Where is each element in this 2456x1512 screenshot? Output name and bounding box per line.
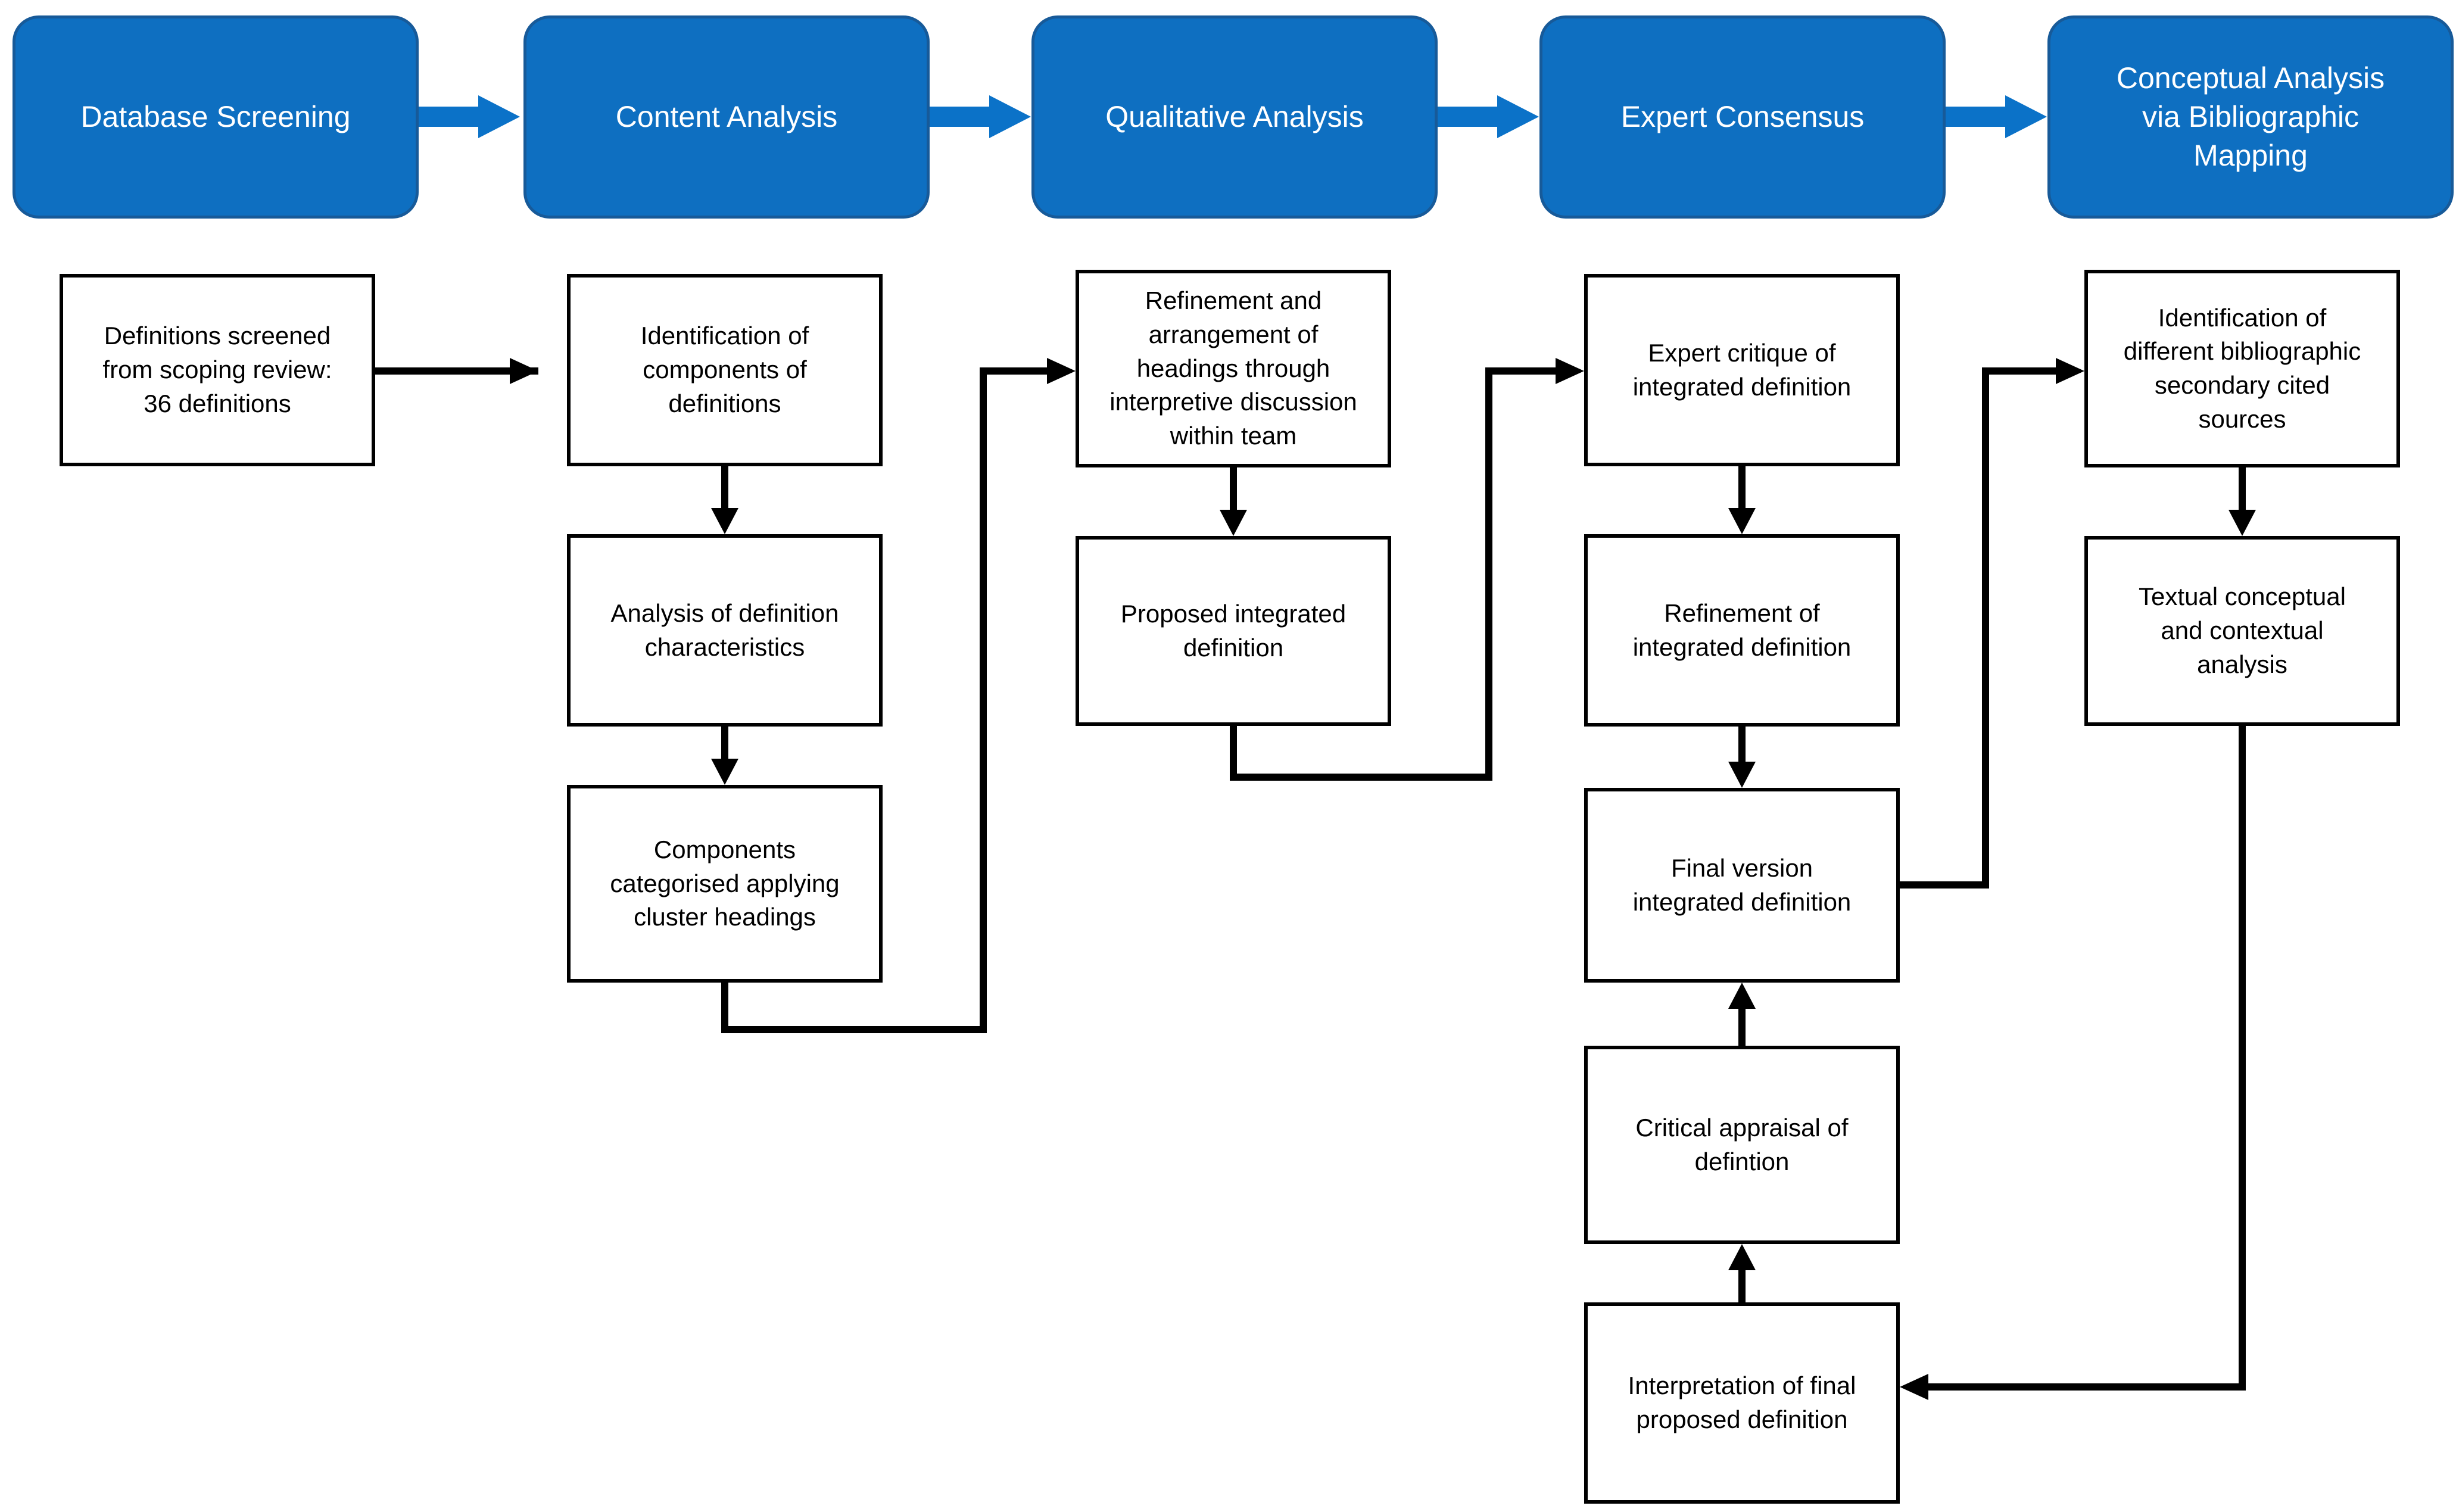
connector-line xyxy=(1738,1009,1746,1046)
connector-line xyxy=(1928,1383,2246,1391)
box-identification-components: Identification of components of definiti… xyxy=(567,274,883,466)
box-identification-bibliographic-sources: Identification of different bibliographi… xyxy=(2084,270,2400,467)
connector-line xyxy=(980,367,1048,375)
connector-line xyxy=(721,466,728,509)
arrowhead-down-icon xyxy=(1728,508,1756,534)
connector-line xyxy=(1230,726,1237,781)
box-final-version-integrated-definition: Final version integrated definition xyxy=(1584,788,1900,983)
connector-line xyxy=(1900,881,1989,889)
connector-line xyxy=(1738,466,1746,509)
connector-line xyxy=(721,983,728,1033)
connector-line xyxy=(1485,371,1492,781)
arrow-right-icon xyxy=(1946,107,2005,127)
arrow-right-icon xyxy=(930,107,989,127)
arrowhead-down-icon xyxy=(711,508,738,534)
connector-line xyxy=(1738,1270,1746,1302)
connector-line xyxy=(721,727,728,760)
box-refinement-integrated-definition: Refinement of integrated definition xyxy=(1584,534,1900,727)
arrow-right-icon xyxy=(1438,107,1497,127)
box-critical-appraisal: Critical appraisal of defintion xyxy=(1584,1046,1900,1244)
stage-expert-consensus: Expert Consensus xyxy=(1539,15,1946,219)
arrow-right-icon xyxy=(478,95,520,138)
connector-line xyxy=(1230,774,1492,781)
connector-line xyxy=(980,371,987,1033)
arrowhead-right-icon xyxy=(510,358,538,384)
arrowhead-down-icon xyxy=(1220,510,1247,536)
arrowhead-down-icon xyxy=(1728,762,1756,788)
arrowhead-down-icon xyxy=(711,759,738,785)
box-definitions-screened: Definitions screened from scoping review… xyxy=(60,274,375,466)
connector-line xyxy=(1485,367,1557,375)
connector-line xyxy=(375,367,538,375)
arrow-right-icon xyxy=(989,95,1031,138)
box-expert-critique: Expert critique of integrated definition xyxy=(1584,274,1900,466)
stage-content-analysis: Content Analysis xyxy=(523,15,930,219)
arrowhead-right-icon xyxy=(1556,358,1584,384)
arrowhead-left-icon xyxy=(1900,1374,1928,1400)
connector-line xyxy=(1738,727,1746,763)
connector-line xyxy=(2239,726,2246,1391)
box-textual-conceptual-contextual-analysis: Textual conceptual and contextual analys… xyxy=(2084,536,2400,726)
connector-line xyxy=(1982,367,2057,375)
arrow-right-icon xyxy=(2005,95,2047,138)
connector-line xyxy=(1230,467,1237,511)
box-analysis-definition-characteristics: Analysis of definition characteristics xyxy=(567,534,883,727)
arrow-right-icon xyxy=(419,107,478,127)
connector-line xyxy=(2239,467,2246,511)
box-interpretation-final-proposed: Interpretation of final proposed definit… xyxy=(1584,1302,1900,1504)
arrowhead-down-icon xyxy=(2229,510,2256,536)
arrowhead-right-icon xyxy=(2056,358,2084,384)
arrowhead-up-icon xyxy=(1728,1244,1756,1270)
arrowhead-right-icon xyxy=(1047,358,1076,384)
connector-line xyxy=(1982,371,1989,889)
arrow-right-icon xyxy=(1497,95,1539,138)
stage-conceptual-analysis-bibliographic-mapping: Conceptual Analysis via Bibliographic Ma… xyxy=(2047,15,2454,219)
stage-database-screening: Database Screening xyxy=(13,15,419,219)
box-components-categorised: Components categorised applying cluster … xyxy=(567,785,883,983)
stage-qualitative-analysis: Qualitative Analysis xyxy=(1031,15,1438,219)
connector-line xyxy=(721,1026,987,1033)
arrowhead-up-icon xyxy=(1728,983,1756,1009)
box-refinement-arrangement-headings: Refinement and arrangement of headings t… xyxy=(1076,270,1391,467)
box-proposed-integrated-definition: Proposed integrated definition xyxy=(1076,536,1391,726)
